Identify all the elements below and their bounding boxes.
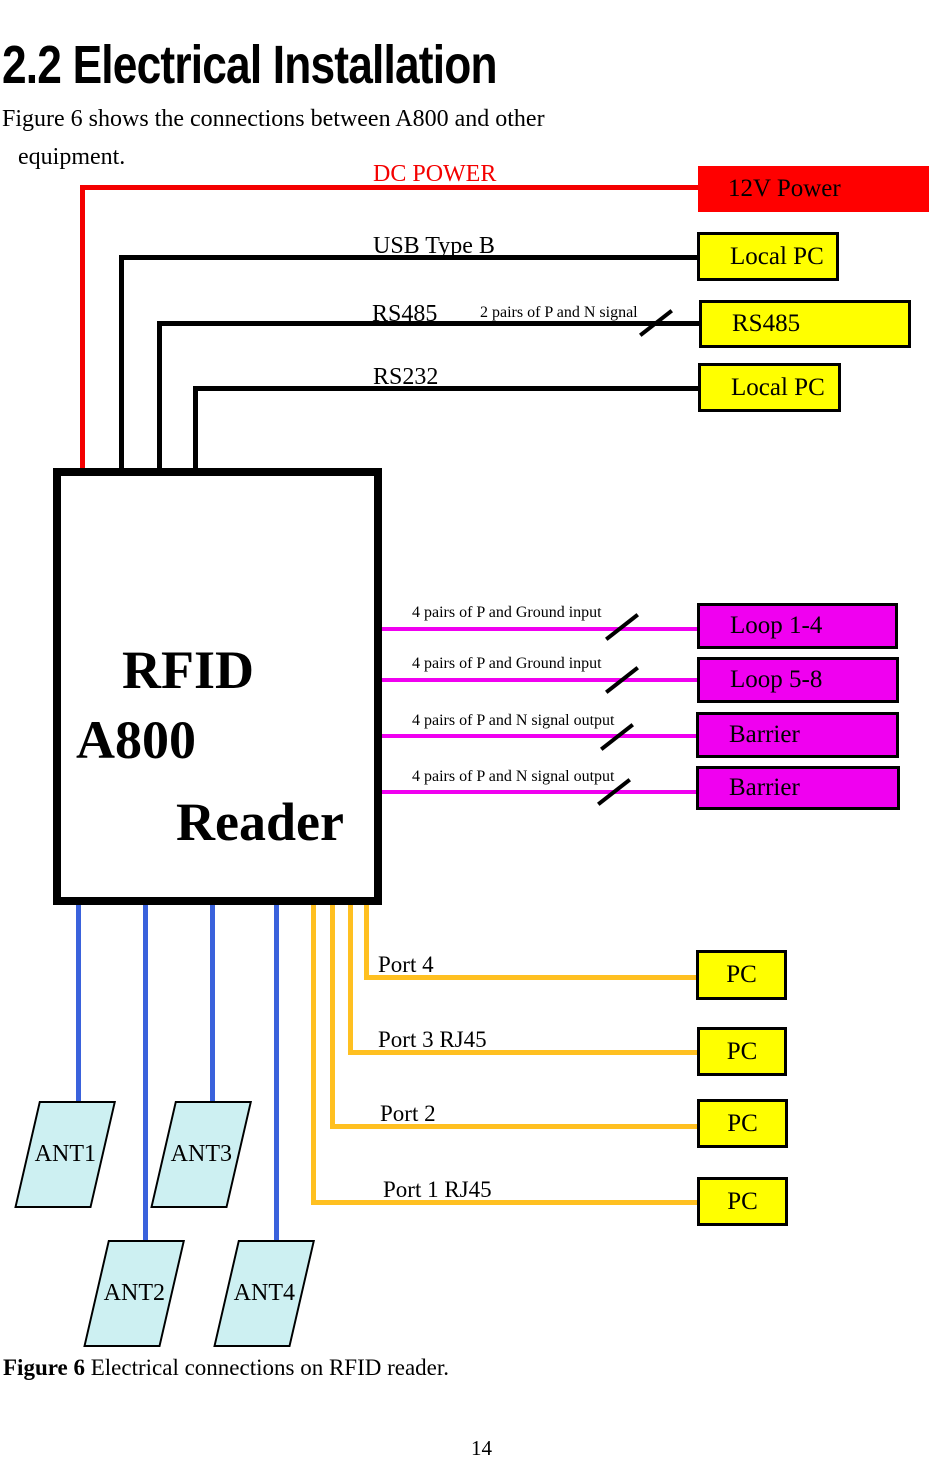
barrier2-box: Barrier	[696, 766, 900, 810]
port3-wire-horizontal	[348, 1050, 697, 1055]
dc-power-label: DC POWER	[373, 161, 497, 187]
loop1-4-wire-label: 4 pairs of P and Ground input	[412, 604, 602, 621]
ant4-label: ANT4	[233, 1280, 295, 1306]
barrier1-box: Barrier	[696, 712, 899, 758]
dc-power-wire-vertical	[80, 185, 85, 472]
rs485-wire-vertical	[157, 321, 162, 472]
reader-text-reader: Reader	[176, 792, 344, 852]
ant3-wire	[210, 903, 215, 1103]
usb-wire-vertical	[119, 255, 124, 472]
reader-text-a800: A800	[76, 710, 196, 770]
port2-label: Port 2	[380, 1101, 436, 1126]
local-pc-rs232-box: Local PC	[698, 363, 841, 412]
dc-power-wire-horizontal	[80, 185, 698, 190]
pc-port2-box: PC	[697, 1099, 788, 1148]
port3-wire-vertical	[348, 903, 353, 1055]
loop5-8-wire-label: 4 pairs of P and Ground input	[412, 655, 602, 672]
power-supply-box: 12V Power	[698, 166, 929, 212]
antenna-ant1: ANT1	[14, 1101, 116, 1208]
figure-caption: Figure 6 Electrical connections on RFID …	[3, 1355, 449, 1381]
loop1-4-wire	[382, 627, 697, 631]
usb-label: USB Type B	[373, 233, 495, 259]
port4-wire-horizontal	[364, 975, 696, 980]
rs232-wire-vertical	[193, 386, 198, 472]
barrier1-wire-label: 4 pairs of P and N signal output	[412, 712, 615, 729]
ant1-label: ANT1	[34, 1141, 96, 1167]
rs485-label: RS485	[372, 301, 438, 327]
antenna-ant2: ANT2	[83, 1240, 185, 1347]
port1-wire-vertical	[311, 903, 316, 1205]
ant1-wire	[76, 903, 81, 1103]
port4-label: Port 4	[378, 952, 434, 977]
rs485-wire-horizontal	[157, 321, 699, 326]
ant4-wire	[274, 903, 279, 1243]
intro-text-line2: equipment.	[18, 144, 126, 170]
port2-wire-horizontal	[330, 1124, 697, 1129]
ant2-wire	[143, 903, 148, 1243]
ant3-label: ANT3	[170, 1141, 232, 1167]
barrier1-wire	[382, 734, 696, 738]
usb-wire-horizontal	[119, 255, 697, 260]
barrier2-wire	[382, 790, 696, 794]
port3-label: Port 3 RJ45	[378, 1027, 487, 1052]
section-title: 2.2 Electrical Installation	[2, 35, 497, 96]
antenna-ant4: ANT4	[213, 1240, 315, 1347]
page-number: 14	[471, 1436, 492, 1460]
pc-port1-box: PC	[697, 1177, 788, 1226]
rfid-reader-box: RFID A800 Reader	[53, 468, 382, 905]
reader-text-rfid: RFID	[122, 640, 254, 700]
figure-caption-number: Figure 6	[3, 1355, 85, 1380]
local-pc-usb-box: Local PC	[697, 232, 839, 281]
port2-wire-vertical	[330, 903, 335, 1129]
rs232-wire-horizontal	[193, 386, 698, 391]
rs232-label: RS232	[373, 364, 439, 390]
figure-caption-text: Electrical connections on RFID reader.	[84, 1355, 450, 1380]
rs485-device-box: RS485	[699, 300, 911, 348]
loop1-4-box: Loop 1-4	[697, 603, 898, 649]
ant2-label: ANT2	[103, 1280, 165, 1306]
loop5-8-box: Loop 5-8	[697, 657, 899, 703]
barrier2-wire-label: 4 pairs of P and N signal output	[412, 768, 615, 785]
pc-port3-box: PC	[697, 1027, 787, 1076]
rs485-pair-note: 2 pairs of P and N signal	[480, 304, 638, 321]
pc-port4-box: PC	[696, 950, 787, 1000]
loop5-8-wire	[382, 678, 697, 682]
antenna-ant3: ANT3	[150, 1101, 252, 1208]
port1-label: Port 1 RJ45	[383, 1177, 492, 1202]
port1-wire-horizontal	[311, 1200, 697, 1205]
intro-text-line1: Figure 6 shows the connections between A…	[2, 106, 545, 132]
port4-wire-vertical	[364, 903, 369, 980]
